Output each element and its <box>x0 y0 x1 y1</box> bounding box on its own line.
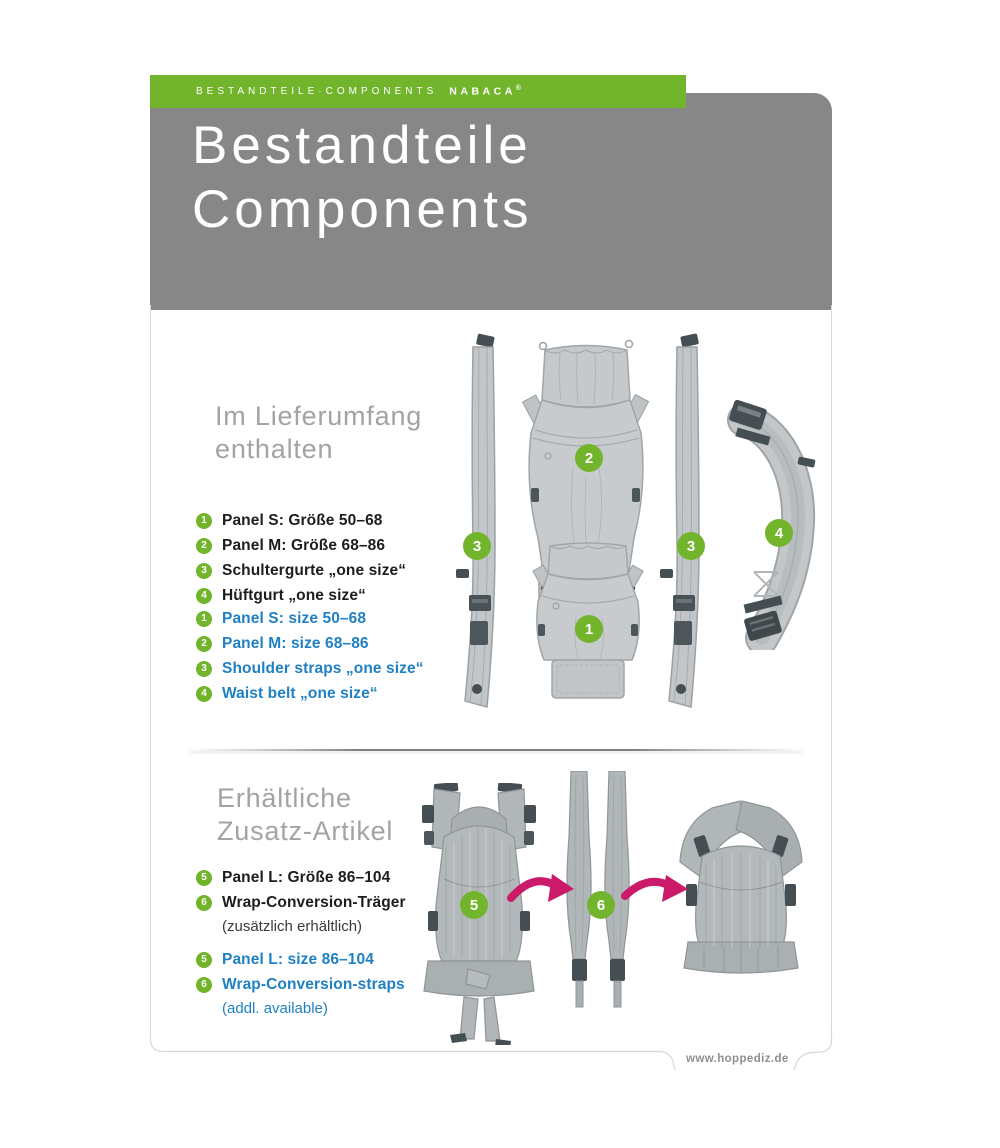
assembled-carrier-photo <box>679 800 803 974</box>
item-number-badge: 2 <box>196 537 212 554</box>
item-number-badge: 2 <box>196 635 212 652</box>
item-number-badge: 1 <box>196 610 212 627</box>
addons-list-english: 5 Panel L: size 86–104 6 Wrap-Conversion-st… <box>196 947 405 1021</box>
item-label: Panel M: size 68–86 <box>222 634 369 652</box>
item-label: Hüftgurt „one size“ <box>222 586 366 604</box>
list-item: 1 Panel S: size 50–68 <box>196 606 424 631</box>
item-label: Waist belt „one size“ <box>222 684 378 702</box>
page-title-line1: Bestandteile <box>192 116 532 175</box>
brand-name: NABACA® <box>449 85 521 98</box>
conversion-arrow-right <box>621 875 688 902</box>
list-item: 6 Wrap-Conversion-Träger <box>196 890 406 915</box>
callout-badge-panel-m: 2 <box>575 444 603 472</box>
item-label: Panel L: Größe 86–104 <box>222 868 391 886</box>
item-number-badge: 6 <box>196 894 212 911</box>
item-number-badge: 6 <box>196 976 212 993</box>
item-label: Panel L: size 86–104 <box>222 950 374 968</box>
list-item: 6 Wrap-Conversion-straps <box>196 972 405 997</box>
waist-belt-photo <box>727 400 816 650</box>
wrap-conversion-straps-photo <box>566 771 630 1008</box>
list-item: 1 Panel S: Größe 50–68 <box>196 508 406 533</box>
item-label: Panel S: Größe 50–68 <box>222 511 383 529</box>
page-title-line2: Components <box>192 180 533 239</box>
callout-badge-waist-belt: 4 <box>765 519 793 547</box>
item-number-badge: 5 <box>196 869 212 886</box>
callout-badge-panel-s: 1 <box>575 615 603 643</box>
list-item: 5 Panel L: size 86–104 <box>196 947 405 972</box>
item-label: Panel S: size 50–68 <box>222 609 367 627</box>
item-label: Wrap-Conversion-Träger <box>222 893 406 911</box>
item-label: Wrap-Conversion-straps <box>222 975 405 993</box>
conversion-arrow-left <box>507 874 574 902</box>
item-number-badge: 4 <box>196 587 212 604</box>
title-header-block <box>150 93 832 310</box>
section-heading-included: Im Lieferumfang enthalten <box>215 401 423 464</box>
item-number-badge: 3 <box>196 660 212 677</box>
item-number-badge: 3 <box>196 562 212 579</box>
included-list-german: 1 Panel S: Größe 50–68 2 Panel M: Größe 68–… <box>196 508 406 608</box>
topbar: BESTANDTEILE·COMPONENTS NABACA® <box>150 75 686 108</box>
shoulder-strap-left-photo <box>456 333 496 708</box>
list-item: 3 Shoulder straps „one size“ <box>196 656 424 681</box>
list-item: 2 Panel M: Größe 68–86 <box>196 533 406 558</box>
addons-list-german: 5 Panel L: Größe 86–104 6 Wrap-Conversion-T… <box>196 865 406 939</box>
list-item: 4 Waist belt „one size“ <box>196 681 424 706</box>
item-label: Schultergurte „one size“ <box>222 561 407 579</box>
item-number-badge: 4 <box>196 685 212 702</box>
card-border <box>150 305 832 1030</box>
list-item: 4 Hüftgurt „one size“ <box>196 583 406 608</box>
section-divider <box>190 749 802 751</box>
callout-badge-strap-left: 3 <box>463 532 491 560</box>
list-item: 2 Panel M: size 68–86 <box>196 631 424 656</box>
callout-badge-carrier: 5 <box>460 891 488 919</box>
page-title: Bestandteile Components <box>192 114 533 242</box>
website-url: www.hoppediz.de <box>686 1053 789 1065</box>
list-item: 3 Schultergurte „one size“ <box>196 558 406 583</box>
item-label: Shoulder straps „one size“ <box>222 659 424 677</box>
panel-s-photo <box>532 542 644 699</box>
shoulder-strap-right-photo <box>660 333 700 708</box>
included-list-english: 1 Panel S: size 50–68 2 Panel M: size 68–86… <box>196 606 424 706</box>
item-number-badge: 5 <box>196 951 212 968</box>
card-bottom-edge <box>149 1030 833 1071</box>
callout-badge-strap-right: 3 <box>677 532 705 560</box>
item-label: Panel M: Größe 68–86 <box>222 536 386 554</box>
callout-badge-conversion-straps: 6 <box>587 891 615 919</box>
list-item: 5 Panel L: Größe 86–104 <box>196 865 406 890</box>
item-number-badge: 1 <box>196 512 212 529</box>
item-note: (addl. available) <box>222 1000 328 1017</box>
section-heading-addons: Erhältliche Zusatz-Artikel <box>217 783 394 846</box>
topbar-label: BESTANDTEILE·COMPONENTS <box>196 86 438 97</box>
registered-mark: ® <box>515 85 521 93</box>
item-note: (zusätzlich erhältlich) <box>222 918 363 935</box>
